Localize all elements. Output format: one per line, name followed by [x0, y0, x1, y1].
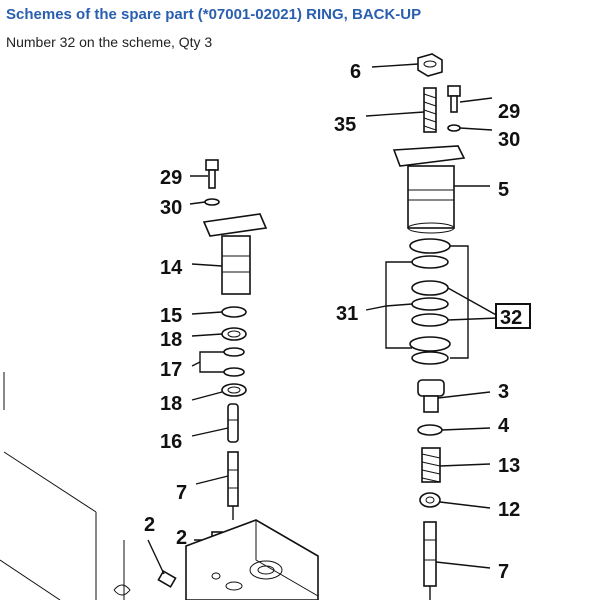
callout-18-b[interactable]: 18: [160, 393, 182, 415]
part-ring-18-b[interactable]: [221, 383, 247, 397]
callout-35[interactable]: 35: [334, 114, 356, 136]
part-rings-31-32[interactable]: [409, 238, 451, 365]
part-ring-4[interactable]: [417, 424, 443, 436]
part-rings-17[interactable]: [223, 347, 245, 377]
part-washer-30-right[interactable]: [447, 124, 461, 132]
part-seat-12[interactable]: [419, 492, 441, 508]
callout-17[interactable]: 17: [160, 359, 182, 381]
callout-29-left[interactable]: 29: [160, 167, 182, 189]
part-spring-35[interactable]: [423, 87, 437, 133]
callout-18-a[interactable]: 18: [160, 329, 182, 351]
callout-30-left[interactable]: 30: [160, 197, 182, 219]
callout-31[interactable]: 31: [336, 303, 358, 325]
part-pin-7-left[interactable]: [227, 451, 239, 520]
callout-12[interactable]: 12: [498, 499, 520, 521]
part-nut-6[interactable]: [417, 53, 443, 77]
part-pin-7-right[interactable]: [423, 521, 437, 600]
callout-4[interactable]: 4: [498, 415, 510, 437]
part-plug-2-lower[interactable]: [157, 570, 177, 588]
part-washer-30-left[interactable]: [204, 198, 220, 206]
part-bolt-29-left[interactable]: [205, 159, 219, 189]
page-title: Schemes of the spare part (*07001-02021)…: [6, 6, 422, 23]
callout-29-right[interactable]: 29: [498, 101, 520, 123]
part-sleeve-14[interactable]: [202, 213, 268, 295]
part-sleeve-5[interactable]: [392, 145, 466, 234]
callout-7-left[interactable]: 7: [176, 482, 187, 504]
callout-30-right[interactable]: 30: [498, 129, 520, 151]
part-ring-18-a[interactable]: [221, 327, 247, 341]
part-spring-13[interactable]: [421, 447, 441, 483]
part-valve-body: [185, 519, 319, 600]
part-spool-16[interactable]: [227, 403, 239, 443]
callout-32[interactable]: 32: [500, 307, 522, 329]
callout-14[interactable]: 14: [160, 257, 183, 279]
part-poppet-3[interactable]: [417, 379, 445, 413]
part-bolt-29-right[interactable]: [447, 85, 461, 113]
callout-32-box: [495, 303, 531, 329]
callout-5[interactable]: 5: [498, 179, 509, 201]
part-ring-15[interactable]: [221, 306, 247, 318]
callout-3[interactable]: 3: [498, 381, 509, 403]
callout-16[interactable]: 16: [160, 431, 182, 453]
callout-6[interactable]: 6: [350, 61, 361, 83]
callout-2-a[interactable]: 2: [144, 514, 155, 536]
page-subtitle: Number 32 on the scheme, Qty 3: [6, 34, 213, 50]
callout-7-right[interactable]: 7: [498, 561, 509, 583]
background-linework: [0, 372, 131, 600]
callout-15[interactable]: 15: [160, 305, 182, 327]
callout-2-b[interactable]: 2: [176, 527, 187, 549]
callout-13[interactable]: 13: [498, 455, 520, 477]
